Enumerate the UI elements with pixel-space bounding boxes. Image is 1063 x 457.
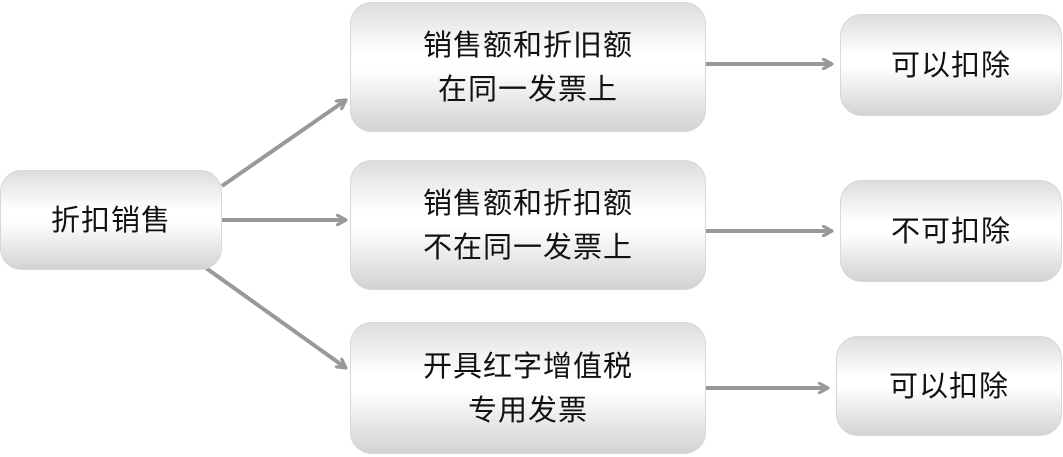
condition-node-1-line-2: 在同一发票上 xyxy=(437,72,618,106)
arrow-start-to-mid-1 xyxy=(220,98,346,188)
condition-node-1-line-1: 销售额和折旧额 xyxy=(422,28,633,62)
condition-node-3-line-1: 开具红字增值税 xyxy=(422,349,633,383)
start-node: 折扣销售 xyxy=(0,170,222,270)
condition-node-2-line-1: 销售额和折扣额 xyxy=(422,186,633,220)
result-node-3-label: 可以扣除 xyxy=(888,369,1009,403)
condition-node-3: 开具红字增值税 专用发票 xyxy=(350,322,706,454)
result-node-1-label: 可以扣除 xyxy=(890,48,1011,82)
condition-node-2-line-2: 不在同一发票上 xyxy=(422,230,633,264)
result-node-2: 不可扣除 xyxy=(840,180,1062,282)
arrow-start-to-mid-3 xyxy=(204,266,346,370)
result-node-2-label: 不可扣除 xyxy=(890,214,1011,248)
start-node-label: 折扣销售 xyxy=(50,203,171,237)
condition-node-3-line-2: 专用发票 xyxy=(467,393,588,427)
result-node-3: 可以扣除 xyxy=(836,336,1062,436)
condition-node-1: 销售额和折旧额 在同一发票上 xyxy=(350,2,706,132)
result-node-1: 可以扣除 xyxy=(840,14,1062,116)
condition-node-2: 销售额和折扣额 不在同一发票上 xyxy=(350,160,706,290)
